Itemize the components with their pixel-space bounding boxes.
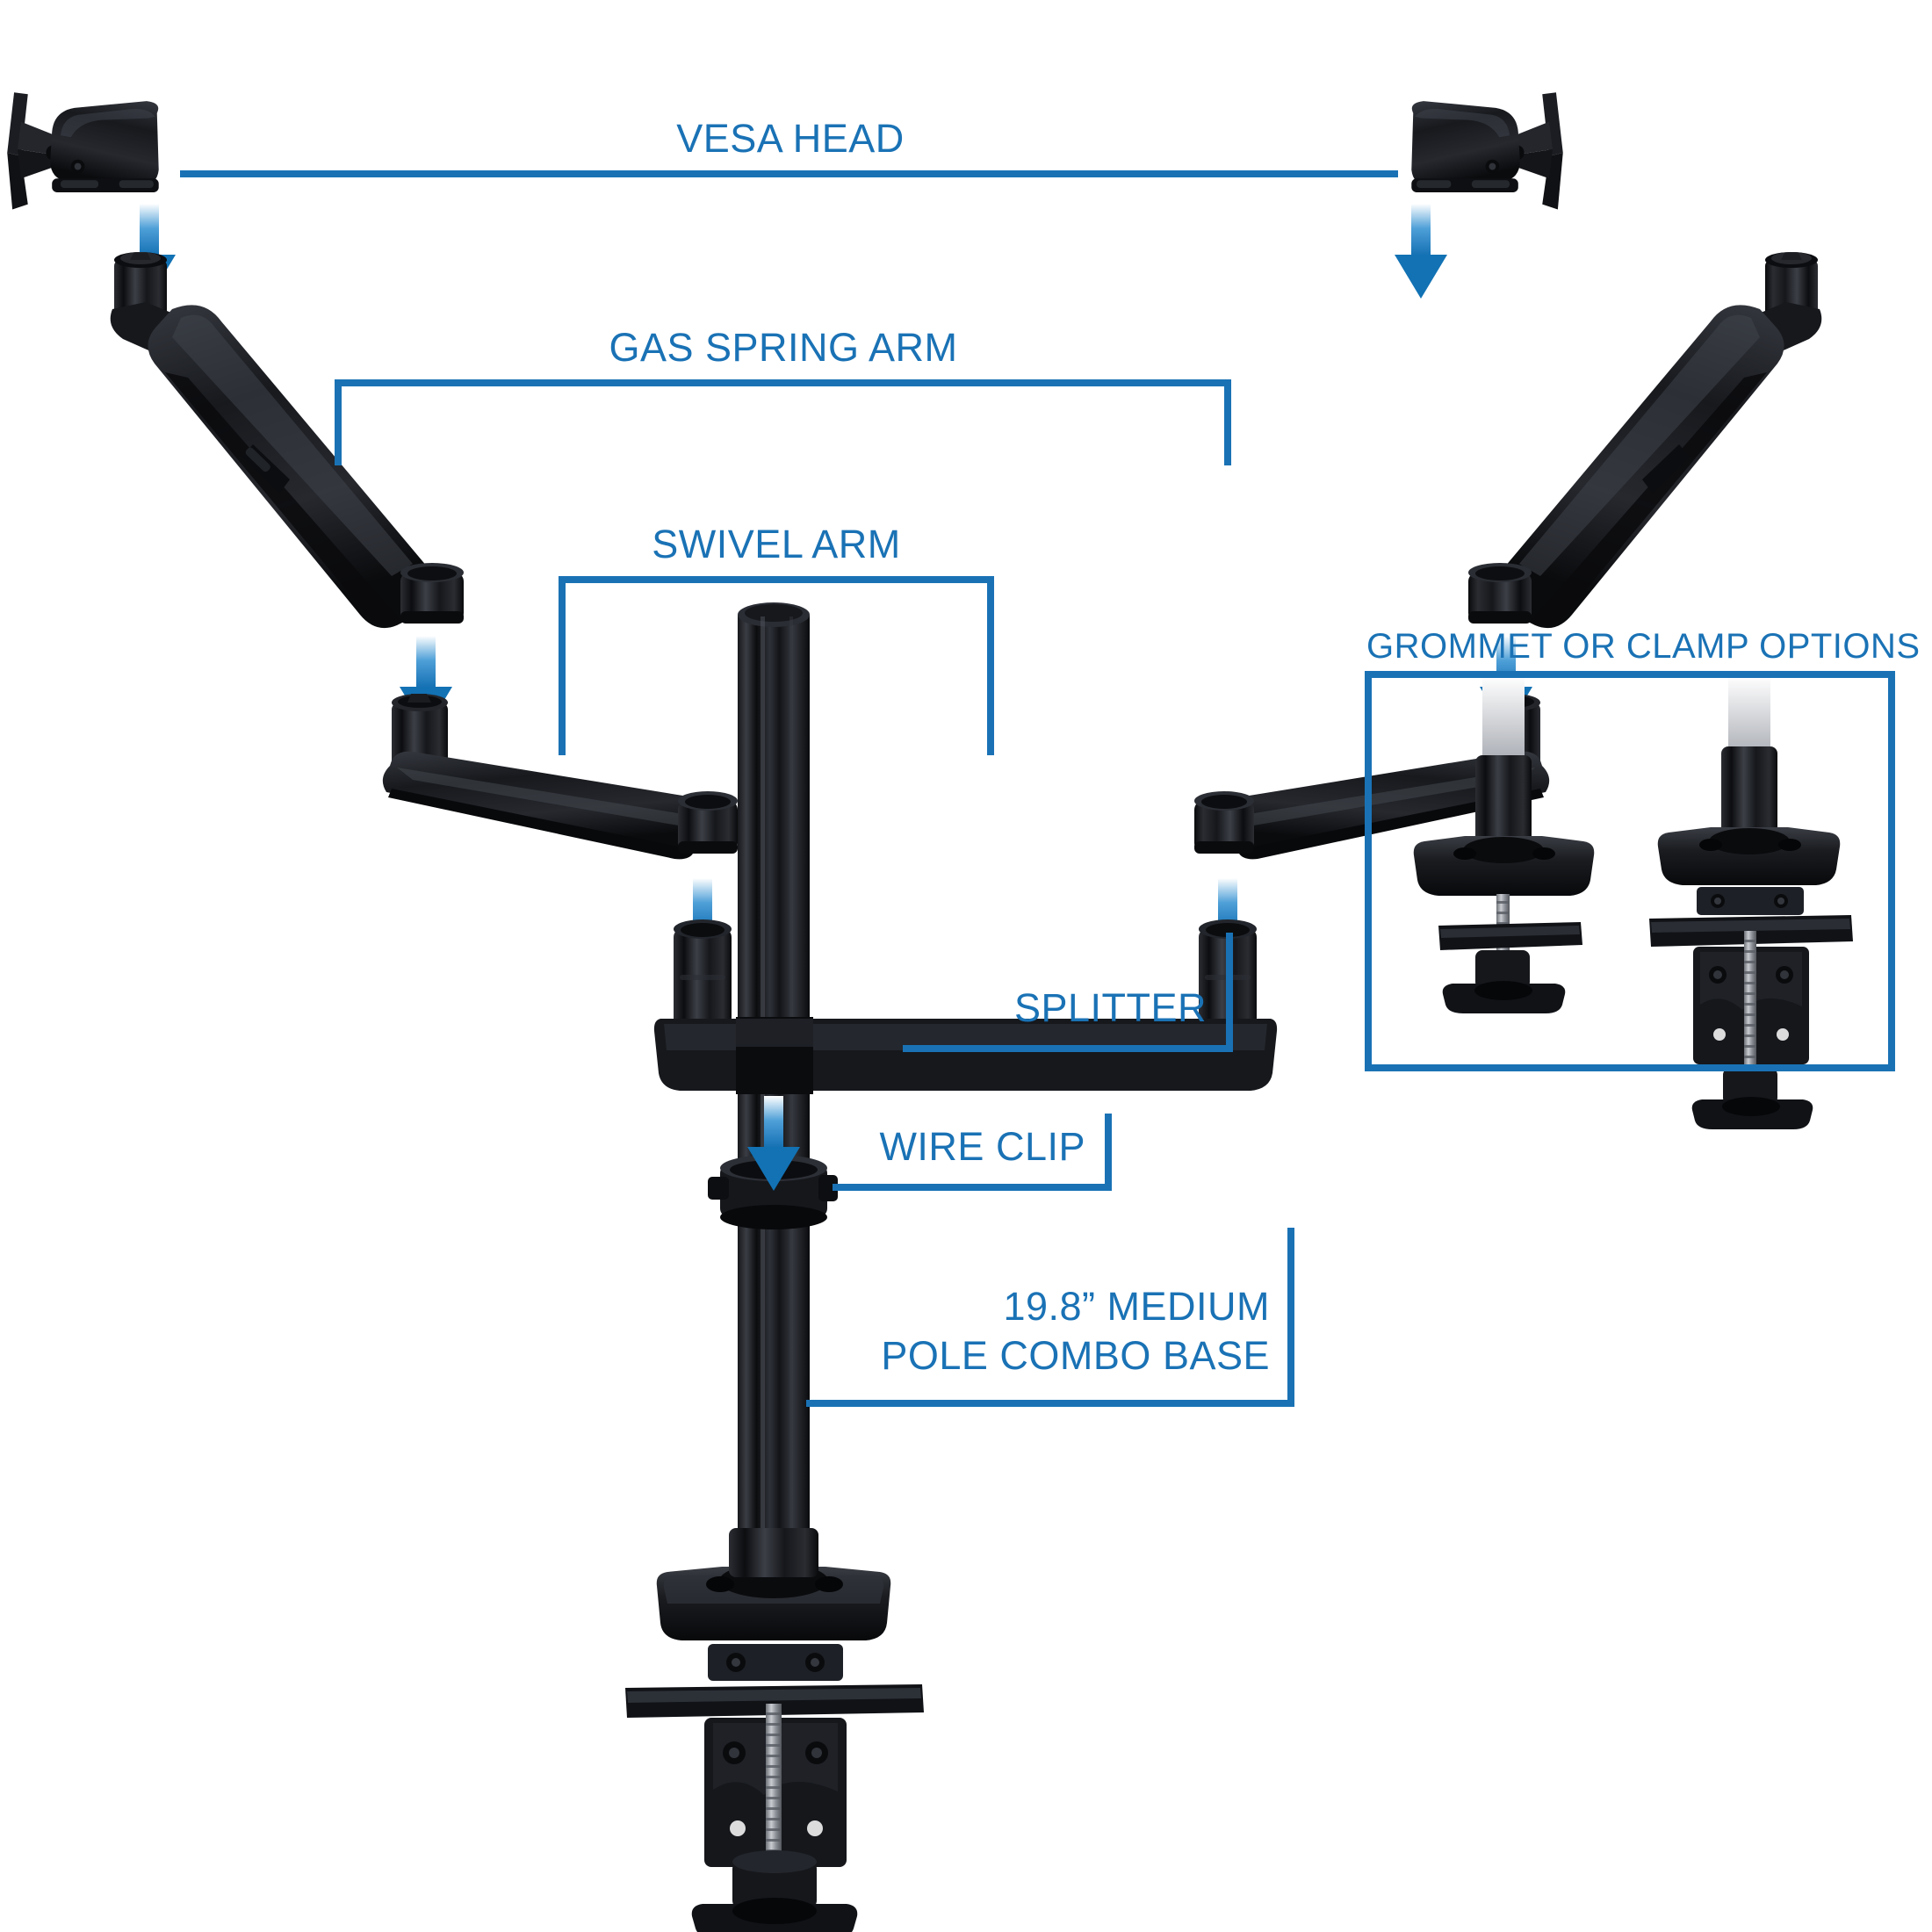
label-vesa-head: VESA HEAD xyxy=(676,116,905,161)
label-grommet-options-title: GROMMET OR CLAMP OPTIONS xyxy=(1366,627,1921,666)
leader-pole-combo-base xyxy=(806,1228,1294,1407)
leader-gas-spring-arm xyxy=(335,379,1231,465)
leader-splitter xyxy=(903,933,1233,1052)
label-wire-clip: WIRE CLIP xyxy=(879,1124,1085,1169)
clamp-mount-art xyxy=(1649,676,1853,1129)
label-gas-spring-arm: GAS SPRING ARM xyxy=(609,325,958,370)
gas-spring-arm-left-part xyxy=(110,252,464,629)
swivel-arm-left-part xyxy=(382,694,738,860)
gas-spring-arm-right-part xyxy=(1468,252,1822,629)
grommet-mount-art xyxy=(1413,676,1595,1013)
label-splitter: SPLITTER xyxy=(1013,985,1207,1030)
label-pole-combo-base-line2: POLE COMBO BASE xyxy=(881,1333,1270,1378)
pole-combo-base-part xyxy=(625,602,924,1932)
grommet-options-box xyxy=(1365,671,1895,1071)
label-pole-combo-base-line1: 19.8” MEDIUM xyxy=(1003,1284,1270,1329)
splitter-part xyxy=(653,919,1278,1094)
leader-wire-clip xyxy=(833,1114,1112,1191)
leader-swivel-arm xyxy=(559,576,994,755)
label-swivel-arm: SWIVEL ARM xyxy=(652,522,901,566)
